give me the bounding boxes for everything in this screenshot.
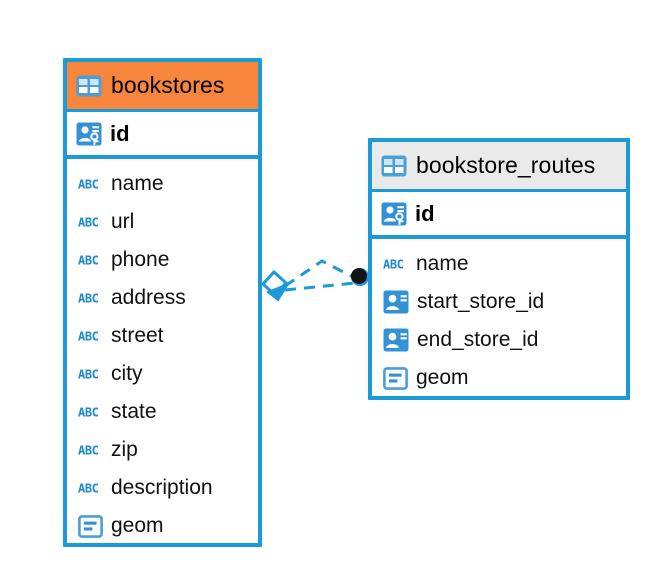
text-type-icon: ABC <box>78 367 103 382</box>
text-type-icon: ABC <box>78 291 103 306</box>
text-type-icon: ABC <box>78 481 103 496</box>
svg-text:ABC: ABC <box>78 482 99 496</box>
field-label: id <box>110 120 130 146</box>
table-icon <box>76 75 102 97</box>
field-label: start_store_id <box>417 290 545 313</box>
field-row-geom[interactable]: geom <box>67 507 258 545</box>
text-type-icon: ABC <box>78 405 103 420</box>
text-type-icon: ABC <box>78 329 103 344</box>
field-row-zip[interactable]: ABC zip <box>67 431 258 469</box>
field-label: url <box>111 210 135 233</box>
field-row-name[interactable]: ABC name <box>67 165 258 203</box>
primary-key-icon <box>76 121 102 147</box>
field-label: description <box>111 476 213 499</box>
field-row-primary-key[interactable]: id <box>67 112 258 159</box>
field-label: city <box>111 362 143 385</box>
entity-title: bookstores <box>111 72 225 98</box>
field-label: id <box>415 200 435 226</box>
relationship-line-upper <box>284 259 358 288</box>
svg-text:ABC: ABC <box>78 292 99 306</box>
field-row-state[interactable]: ABC state <box>67 393 258 431</box>
diamond-arrow-marker <box>260 269 291 302</box>
field-row-end-store-id[interactable]: end_store_id <box>372 321 626 359</box>
entity-table-bookstore-routes[interactable]: bookstore_routes id <box>368 138 630 400</box>
svg-text:ABC: ABC <box>383 258 404 272</box>
text-type-icon: ABC <box>78 177 103 192</box>
field-label: geom <box>416 366 469 389</box>
entity-title: bookstore_routes <box>416 152 596 178</box>
field-label: name <box>111 172 164 195</box>
table-icon <box>381 155 407 177</box>
field-label: end_store_id <box>417 328 539 351</box>
svg-text:ABC: ABC <box>78 406 99 420</box>
field-label: street <box>111 324 164 347</box>
field-list-bookstore-routes: ABC name start_store_id <box>372 239 626 404</box>
field-label: geom <box>111 514 164 537</box>
field-label: phone <box>111 248 170 271</box>
primary-key-icon <box>381 201 407 227</box>
entity-header-bookstore-routes[interactable]: bookstore_routes <box>372 142 626 192</box>
field-label: name <box>416 252 469 275</box>
field-row-primary-key[interactable]: id <box>372 192 626 239</box>
field-row-phone[interactable]: ABC phone <box>67 241 258 279</box>
entity-header-bookstores[interactable]: bookstores <box>67 62 258 112</box>
field-label: address <box>111 286 186 309</box>
field-row-address[interactable]: ABC address <box>67 279 258 317</box>
entity-table-bookstores[interactable]: bookstores id <box>63 58 262 547</box>
field-row-description[interactable]: ABC description <box>67 469 258 507</box>
field-row-city[interactable]: ABC city <box>67 355 258 393</box>
text-type-icon: ABC <box>78 215 103 230</box>
svg-text:ABC: ABC <box>78 368 99 382</box>
field-list-bookstores: ABC name ABC url ABC p <box>67 159 258 552</box>
svg-text:ABC: ABC <box>78 330 99 344</box>
geometry-type-icon <box>78 514 103 538</box>
svg-text:ABC: ABC <box>78 216 99 230</box>
field-label: zip <box>111 438 138 461</box>
svg-text:ABC: ABC <box>78 178 99 192</box>
field-row-street[interactable]: ABC street <box>67 317 258 355</box>
field-label: state <box>111 400 157 423</box>
relationship-line-lower <box>284 281 356 292</box>
svg-text:ABC: ABC <box>78 444 99 458</box>
filled-circle-marker <box>351 268 369 286</box>
field-row-start-store-id[interactable]: start_store_id <box>372 283 626 321</box>
foreign-key-icon <box>383 328 409 352</box>
text-type-icon: ABC <box>78 253 103 268</box>
svg-text:ABC: ABC <box>78 254 99 268</box>
geometry-type-icon <box>383 366 408 390</box>
field-row-url[interactable]: ABC url <box>67 203 258 241</box>
text-type-icon: ABC <box>383 257 408 272</box>
foreign-key-icon <box>383 290 409 314</box>
field-row-geom[interactable]: geom <box>372 359 626 397</box>
field-row-name[interactable]: ABC name <box>372 245 626 283</box>
text-type-icon: ABC <box>78 443 103 458</box>
